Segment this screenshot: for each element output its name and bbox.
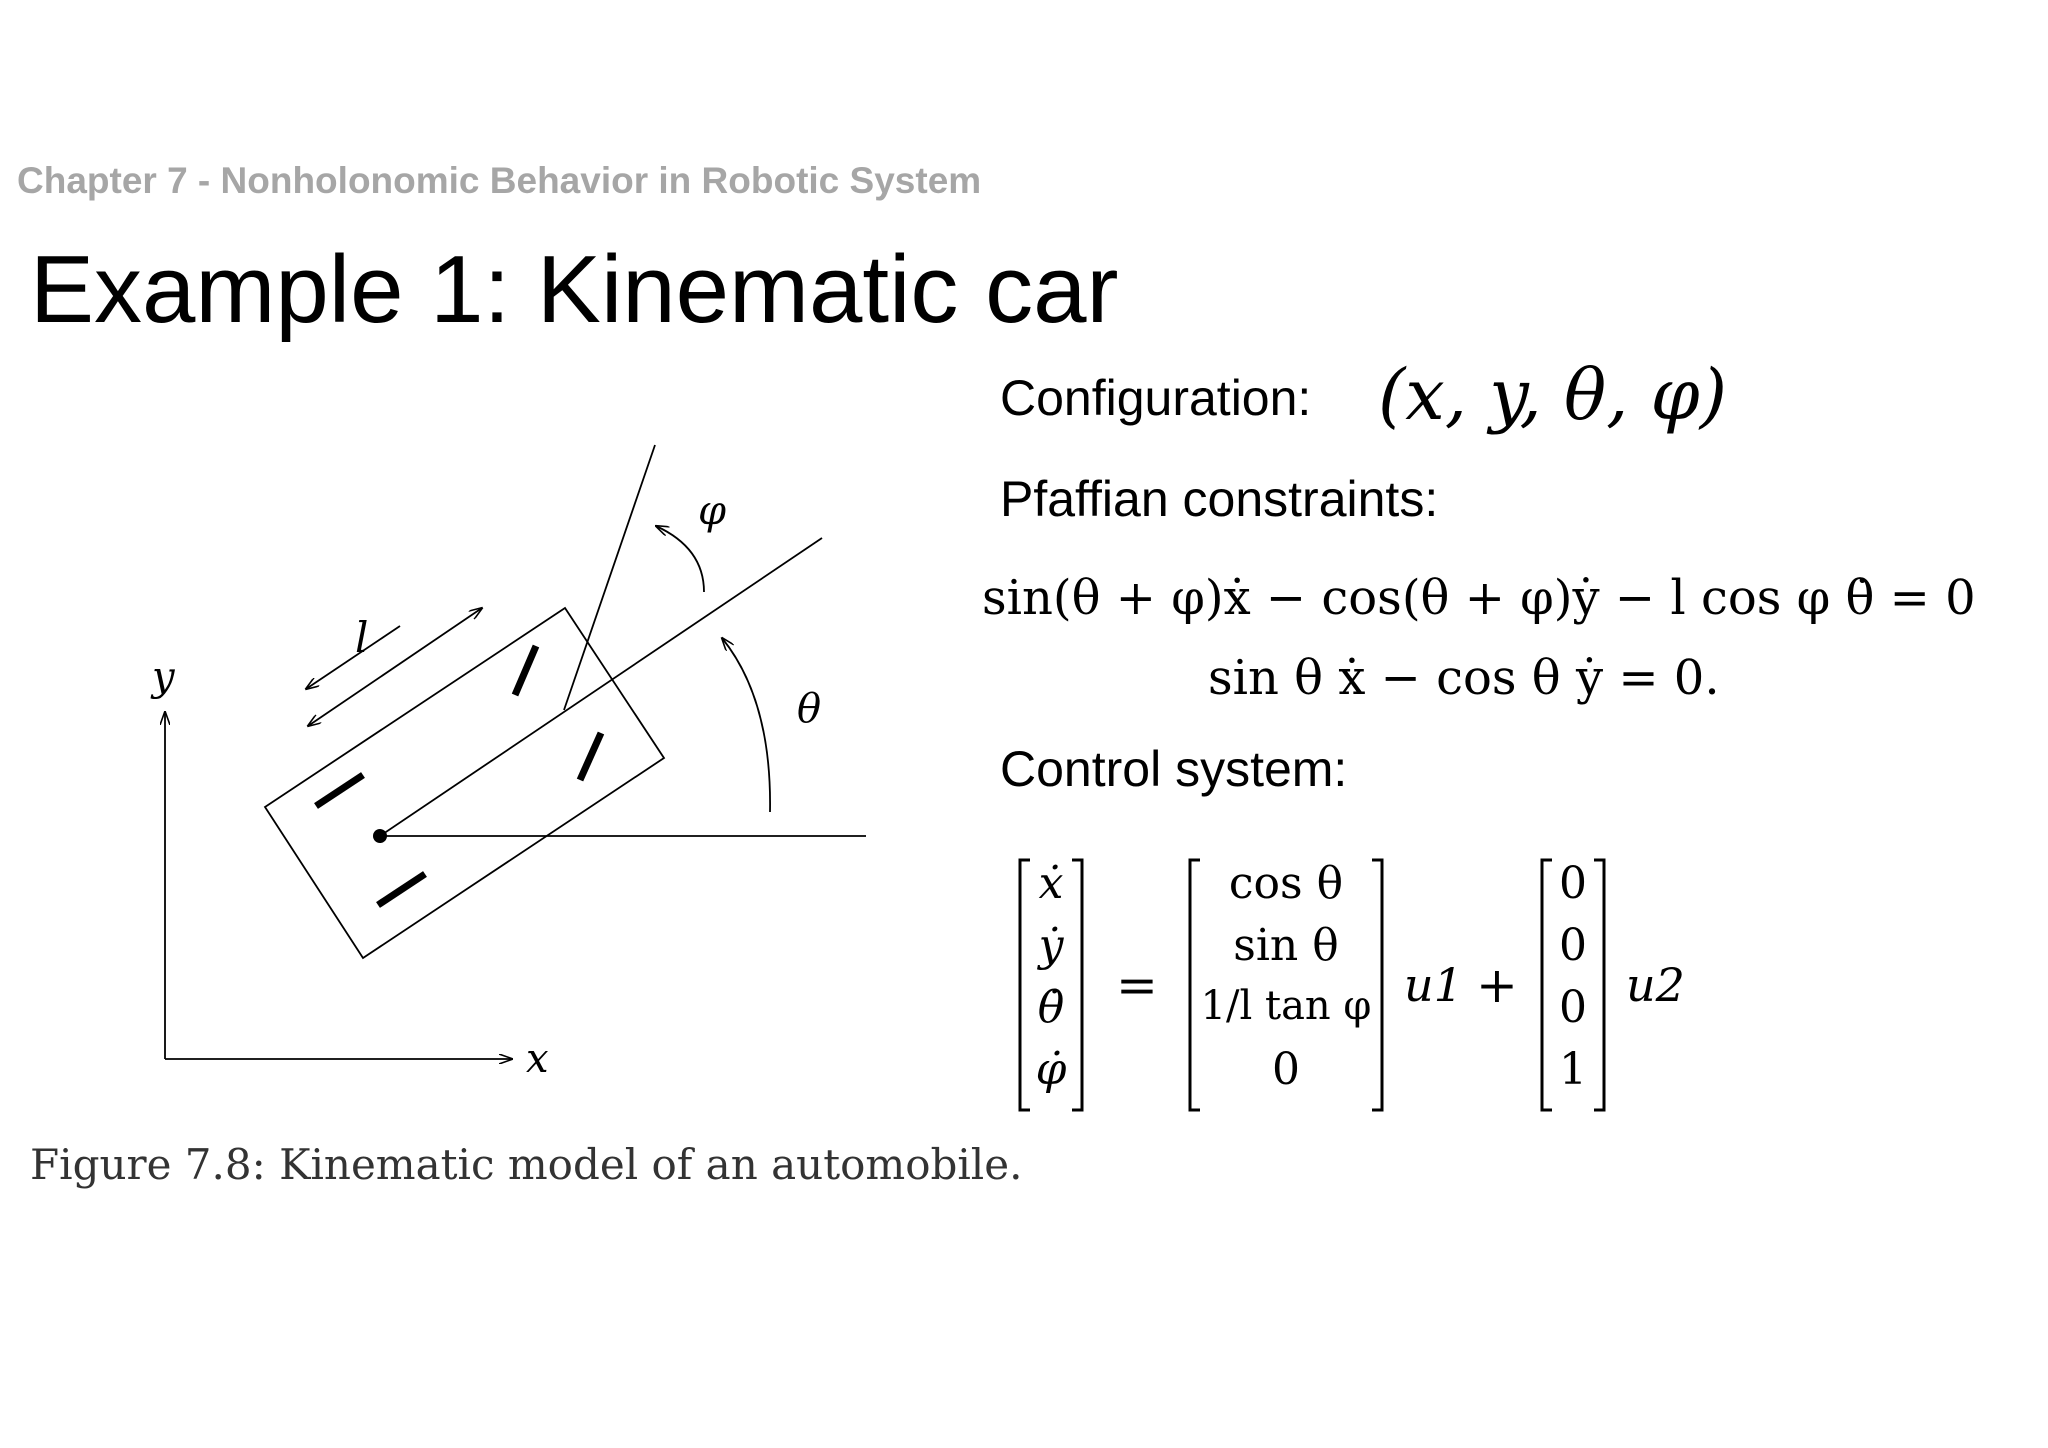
phi-label: φ bbox=[698, 488, 726, 534]
y-axis-label: y bbox=[150, 654, 176, 700]
input-u2: u2 bbox=[1626, 958, 1685, 1012]
g1-entry: cos θ bbox=[1228, 858, 1344, 909]
front-wheel-top bbox=[511, 644, 540, 697]
g1-entry: 1/l tan φ bbox=[1200, 983, 1372, 1029]
length-double-arrow bbox=[308, 608, 482, 726]
g2-entry: 0 bbox=[1559, 982, 1587, 1033]
pfaffian-equation-2: sin θ ẋ − cos θ ẏ = 0. bbox=[1208, 650, 1720, 706]
figure-caption: Figure 7.8: Kinematic model of an automo… bbox=[30, 1140, 1023, 1189]
configuration-label: Configuration: bbox=[1000, 370, 1312, 426]
heading-line bbox=[379, 537, 823, 837]
length-label: l bbox=[355, 613, 368, 662]
input-u1: u1 bbox=[1404, 958, 1463, 1012]
car-body bbox=[263, 606, 666, 960]
input-vector-g2: 0 0 0 1 bbox=[1552, 862, 1594, 1110]
rear-wheel-bottom bbox=[376, 871, 427, 908]
lhs-entry: φ̇ bbox=[1035, 1044, 1067, 1095]
control-system-label: Control system: bbox=[1000, 741, 1348, 797]
front-wheel-bottom bbox=[576, 731, 605, 782]
g1-entry: sin θ bbox=[1233, 920, 1339, 971]
g2-entry: 1 bbox=[1559, 1044, 1587, 1095]
chapter-heading: Chapter 7 - Nonholonomic Behavior in Rob… bbox=[17, 160, 982, 201]
g2-entry: 0 bbox=[1559, 858, 1587, 909]
lhs-entry: ẋ bbox=[1038, 858, 1064, 909]
steering-line bbox=[563, 444, 656, 711]
pfaffian-label: Pfaffian constraints: bbox=[1000, 471, 1439, 527]
configuration-tuple-text: (x, y, θ, φ) bbox=[1378, 354, 1728, 436]
slide-title: Example 1: Kinematic car bbox=[30, 236, 1119, 343]
lhs-entry: ẏ bbox=[1038, 920, 1064, 971]
g1-entry: 0 bbox=[1272, 1044, 1300, 1095]
theta-arc bbox=[722, 638, 771, 813]
configuration-tuple: (x, y, θ, φ) bbox=[1378, 360, 1727, 430]
pfaffian-equation-1: sin(θ + φ)ẋ − cos(θ + φ)ẏ − l cos φ θ̇ =… bbox=[982, 570, 1976, 626]
lhs-entry: θ̇ bbox=[1037, 982, 1065, 1033]
x-axis-label: x bbox=[526, 1036, 549, 1082]
rear-wheel-top bbox=[314, 772, 365, 809]
phi-arc bbox=[656, 526, 705, 593]
state-derivative-vector: ẋ ẏ θ̇ φ̇ bbox=[1030, 862, 1072, 1110]
theta-label: θ bbox=[797, 686, 821, 732]
input-vector-g1: cos θ sin θ 1/l tan φ 0 bbox=[1200, 862, 1372, 1110]
plus-sign: + bbox=[1476, 956, 1518, 1014]
equals-sign: = bbox=[1116, 956, 1158, 1014]
g2-entry: 0 bbox=[1559, 920, 1587, 971]
